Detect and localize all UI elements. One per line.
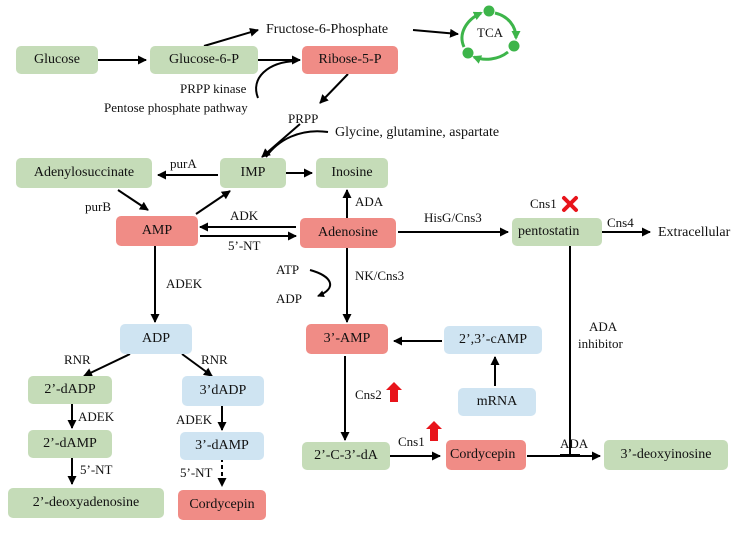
label-ada-top: ADA (355, 194, 384, 209)
arrow-g6p-f6p (203, 27, 259, 47)
node-amp: AMP (116, 216, 198, 246)
arrow-amp-imp (195, 190, 231, 215)
label-cns4: Cns4 (607, 215, 634, 230)
tca-cycle-icon (460, 5, 521, 64)
node-3-damp: 3’-dAMP (180, 432, 264, 460)
label-rnr-right: RNR (201, 352, 228, 367)
node-adenylosuccinate: Adenylosuccinate (16, 158, 152, 188)
label-adp-small: ADP (276, 291, 303, 306)
label-pentose-pathway: Pentose phosphate pathway (104, 100, 248, 115)
node-3-amp: 3’-AMP (306, 324, 388, 354)
label-purB: purB (85, 199, 111, 214)
label-rnr-left: RNR (64, 352, 91, 367)
node-glucose-6-p: Glucose-6-P (150, 46, 258, 74)
label-hisg-cns3: HisG/Cns3 (424, 210, 482, 225)
label-adek-left: ADEK (78, 409, 115, 424)
label-cns2: Cns2 (355, 387, 382, 402)
node-pentostatin: pentostatin (512, 218, 602, 246)
node-adp: ADP (120, 324, 192, 354)
label-ada-inhibitor-1: ADA (589, 319, 618, 334)
arrow-adp-3dadp (181, 353, 213, 377)
node-2-3-camp: 2’,3’-cAMP (444, 326, 542, 354)
label-5-nt-left: 5’-NT (80, 462, 113, 477)
node-mrna: mRNA (458, 388, 536, 416)
label-ada-inhibitor-2: inhibitor (578, 336, 623, 351)
node-adenosine: Adenosine (300, 218, 396, 248)
tca-label: TCA (477, 25, 503, 40)
label-adek-right: ADEK (176, 412, 213, 427)
arrow-pentose-curve (255, 60, 297, 99)
node-fructose-6-phosphate: Fructose-6-Phosphate (266, 22, 389, 37)
arrow-adenylosuccinate-amp (117, 189, 149, 211)
arrow-glycine-curve (265, 130, 329, 158)
node-3-deoxyinosine: 3’-deoxyinosine (604, 440, 728, 470)
label-glycine: Glycine, glutamine, aspartate (335, 125, 500, 140)
red-x-icon (562, 196, 578, 212)
label-5-nt-right: 5’-NT (180, 465, 213, 480)
label-cns1-bottom: Cns1 (398, 434, 425, 449)
arrow-f6p-tca (412, 28, 459, 38)
arrow-prpp-imp (261, 123, 301, 158)
arrow-r5p-prpp (319, 73, 349, 104)
label-atp: ATP (276, 262, 300, 277)
node-ribose-5-p: Ribose-5-P (302, 46, 398, 74)
label-prpp-kinase: PRPP kinase (180, 81, 247, 96)
label-ada-bottom: ADA (560, 436, 589, 451)
node-cordycepin-left: Cordycepin (178, 490, 266, 520)
node-extracellular: Extracellular (658, 225, 731, 240)
node-3-dadp: 3’dADP (182, 376, 264, 406)
label-adek-mid: ADEK (166, 276, 203, 291)
node-2-c-3-da: 2’-C-3’-dA (302, 442, 390, 470)
label-adk: ADK (230, 208, 259, 223)
arrow-adp-2dadp (83, 353, 131, 377)
red-up-arrow-icon (426, 421, 442, 441)
label-nk-cns3: NK/Cns3 (355, 268, 405, 283)
label-purA: purA (170, 156, 197, 171)
node-2-dadp: 2’-dADP (28, 376, 112, 404)
label-prpp: PRPP (288, 111, 319, 126)
red-up-arrow-icon (386, 382, 402, 402)
arrow-atp-adp-curve (309, 269, 332, 298)
node-inosine: Inosine (316, 158, 388, 188)
node-2-deoxyadenosine: 2’-deoxyadenosine (8, 488, 164, 518)
node-2-damp: 2’-dAMP (28, 430, 112, 458)
node-cordycepin: Cordycepin (446, 440, 526, 470)
label-5-nt-mid: 5’-NT (228, 238, 261, 253)
label-cns1-top: Cns1 (530, 196, 557, 211)
node-glucose: Glucose (16, 46, 98, 74)
node-imp: IMP (220, 158, 286, 188)
